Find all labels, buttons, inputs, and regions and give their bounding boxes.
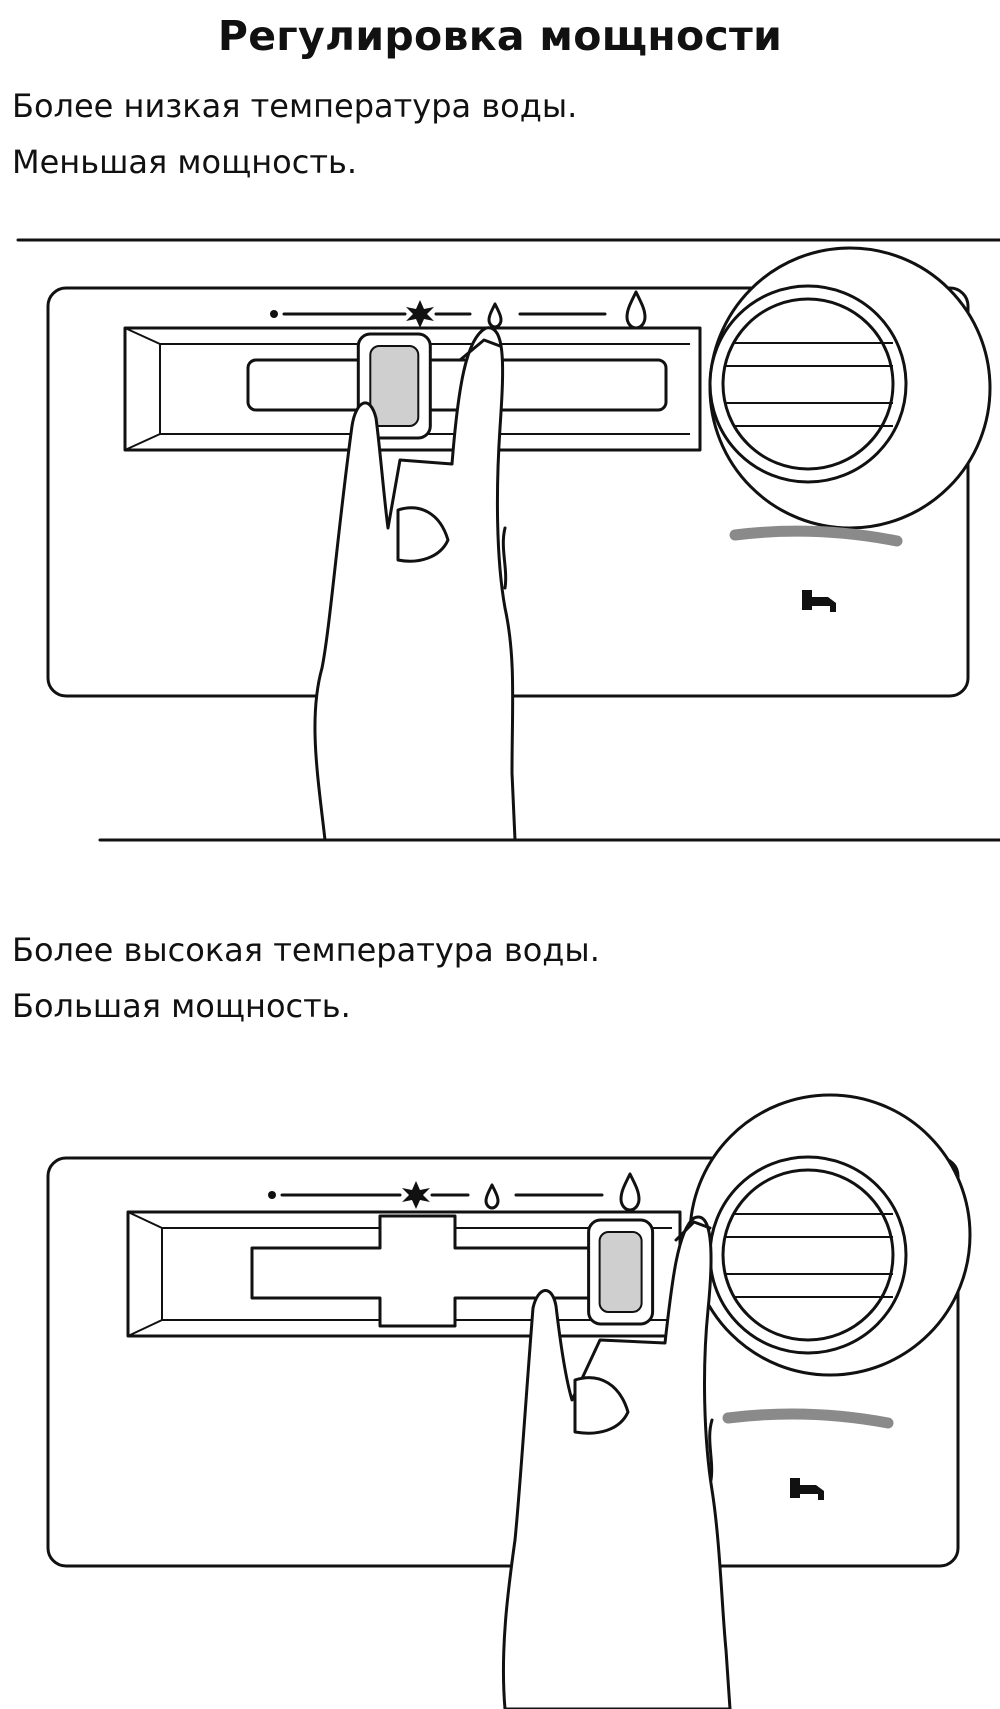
spark-icon (402, 1181, 430, 1209)
small-flame-icon (484, 1183, 500, 1210)
large-flame-icon (625, 290, 647, 330)
tap-icon (802, 590, 836, 612)
control-panel-high (46, 1093, 972, 1709)
temperature-dial[interactable] (708, 284, 908, 484)
small-flame-icon (487, 302, 503, 329)
scale-markings (268, 1172, 641, 1212)
slider-knob[interactable] (356, 332, 432, 440)
temperature-dial[interactable] (708, 1155, 908, 1355)
indicator-arc (729, 525, 903, 547)
scale-markings (270, 290, 647, 330)
control-panel-low (16, 238, 1000, 842)
hand-illustration (313, 326, 517, 842)
caption-high-line1: Более высокая температура воды. (12, 931, 600, 969)
tap-icon (790, 1478, 824, 1500)
hand-illustration (501, 1215, 732, 1709)
indicator-arc (722, 1408, 894, 1429)
page-title: Регулировка мощности (217, 12, 783, 60)
caption-low-line2: Меньшая мощность. (12, 143, 358, 181)
dot-icon (268, 1191, 276, 1199)
caption-high: Более высокая температура воды. Большая … (12, 922, 600, 1034)
caption-low-line1: Более низкая температура воды. (12, 87, 578, 125)
caption-high-line2: Большая мощность. (12, 987, 351, 1025)
large-flame-icon (619, 1172, 641, 1212)
caption-low: Более низкая температура воды. Меньшая м… (12, 78, 577, 190)
spark-icon (406, 300, 434, 328)
slider-knob[interactable] (587, 1218, 655, 1326)
dot-icon (270, 310, 278, 318)
